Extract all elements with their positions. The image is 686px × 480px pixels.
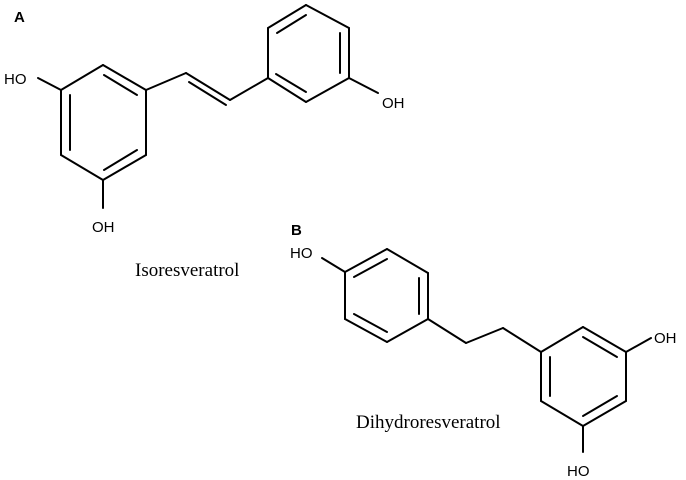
dihydroresveratrol-phenol-ring	[344, 248, 429, 343]
dihydroresveratrol-resorcinol-ring	[540, 326, 627, 427]
panel-b-letter: B	[291, 222, 302, 239]
isoresveratrol-right-ring	[267, 4, 350, 103]
compound-name-isoresveratrol: Isoresveratrol	[135, 260, 239, 281]
hydroxyl-label-a2: OH	[92, 219, 115, 236]
panel-a: A HO OH	[4, 4, 405, 281]
panel-b: B HO	[290, 222, 677, 480]
hydroxyl-label-a3: OH	[382, 95, 405, 112]
isoresveratrol-left-ring	[60, 64, 147, 181]
dihydroresveratrol-ethyl-bridge	[427, 318, 542, 353]
panel-a-letter: A	[14, 9, 25, 26]
hydroxyl-label-a1: HO	[4, 71, 27, 88]
compound-name-dihydroresveratrol: Dihydroresveratrol	[356, 412, 501, 433]
hydroxyl-label-b3: HO	[567, 463, 590, 480]
isoresveratrol-vinyl-bridge	[145, 72, 269, 106]
hydroxyl-label-b1: HO	[290, 245, 313, 262]
hydroxyl-label-b2: OH	[654, 330, 677, 347]
